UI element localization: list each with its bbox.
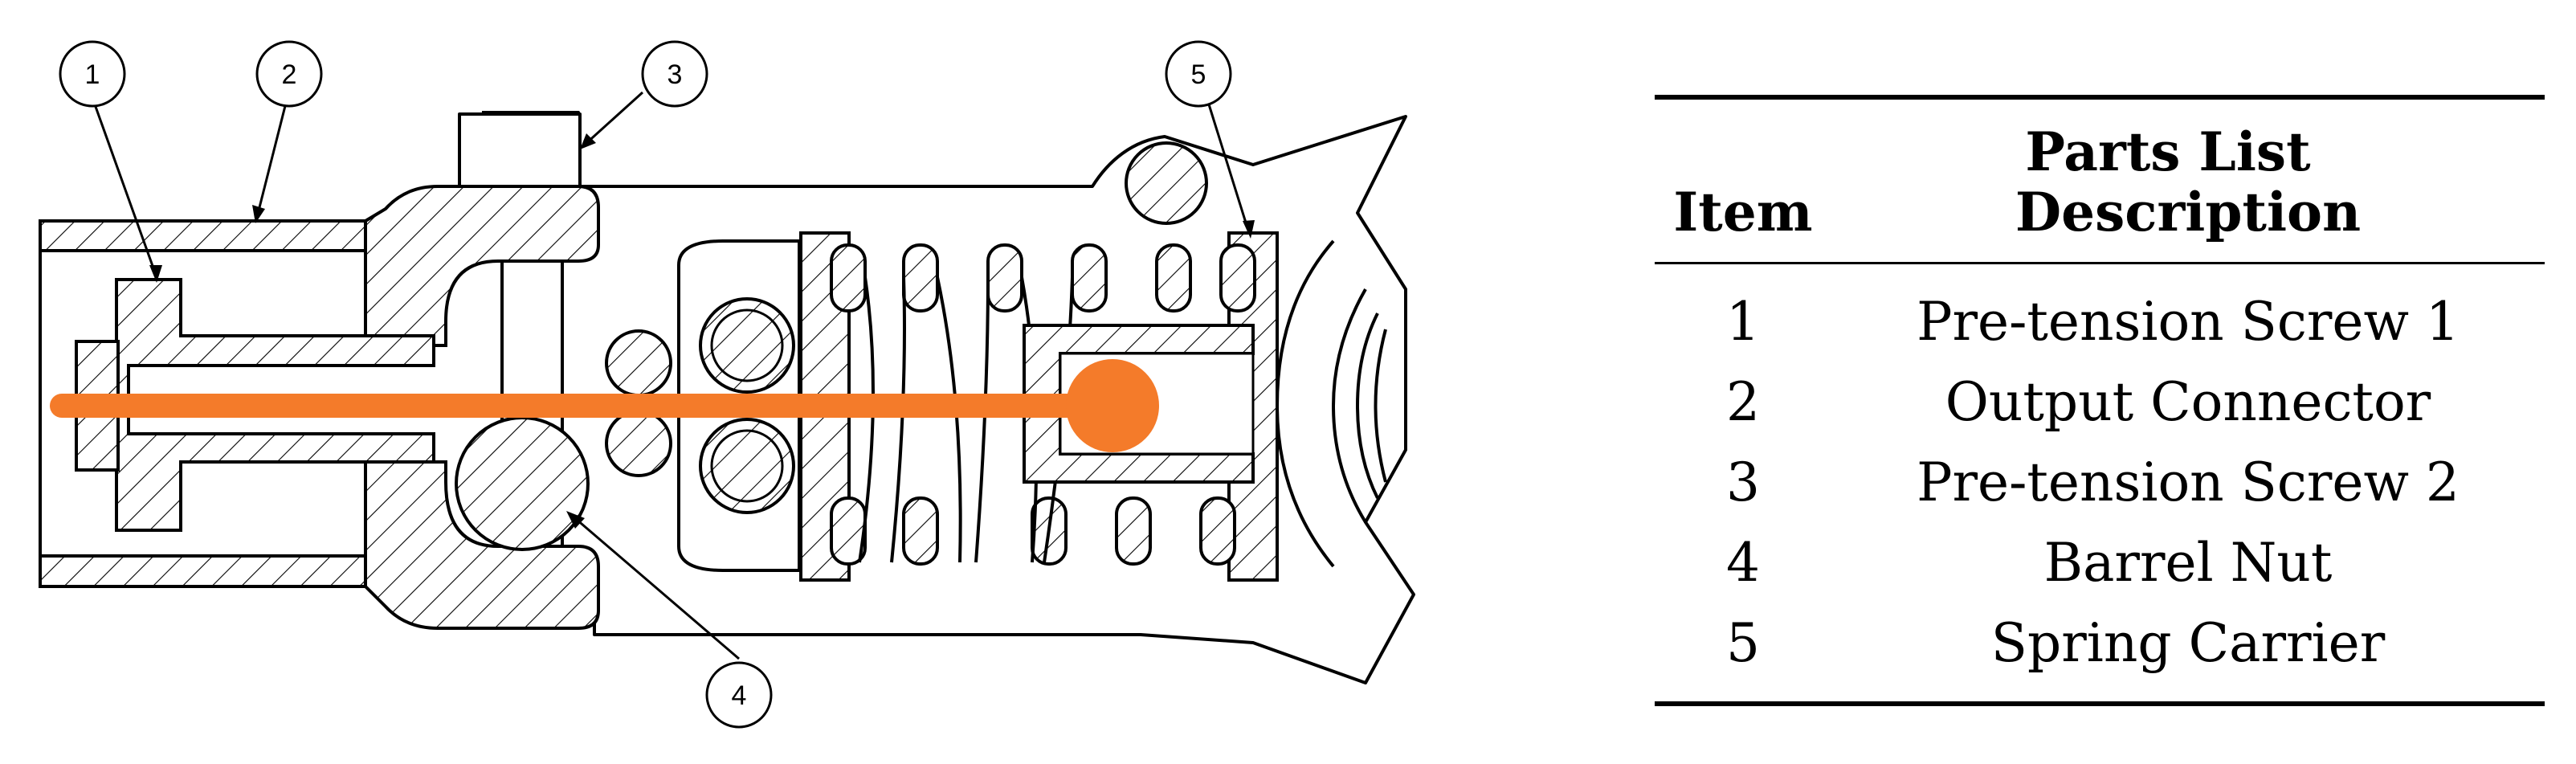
row-description: Spring Carrier	[1990, 612, 2386, 674]
parts-list-table: Parts List Item Description 1 Pre-tensio…	[1655, 95, 2545, 706]
spring-coils-upper	[830, 243, 1256, 313]
row-description: Pre-tension Screw 2	[1917, 451, 2460, 513]
table-top-rule	[1655, 95, 2545, 100]
callout-label-5: 5	[1191, 59, 1206, 90]
callout-label-4: 4	[732, 680, 747, 711]
cross-section-drawing: 1 2 3 4 5	[39, 40, 1415, 729]
bearing-upper	[699, 297, 795, 394]
table-header-row: Item Description	[1655, 180, 2545, 244]
row-item: 1	[1726, 291, 1760, 353]
housing-outline	[482, 111, 1415, 684]
callout-circle-2	[255, 40, 323, 108]
header-description: Description	[2015, 181, 2362, 243]
table-title: Parts List	[2025, 121, 2311, 183]
callout-circle-1	[59, 40, 126, 108]
table-bottom-rule	[1655, 701, 2545, 706]
row-item: 3	[1726, 451, 1760, 513]
callout-circle-3	[641, 40, 708, 108]
row-item: 2	[1726, 371, 1760, 433]
header-item: Item	[1673, 181, 1813, 243]
output-connector-lower	[39, 554, 367, 588]
ball-upper	[605, 329, 672, 397]
table-header-rule	[1655, 262, 2545, 264]
row-item: 5	[1726, 612, 1760, 674]
pre-tension-screw-1	[115, 278, 435, 532]
barrel-body-lower	[364, 460, 600, 630]
ball-lower	[605, 410, 672, 477]
table-row: 5 Spring Carrier	[1655, 603, 2545, 684]
callout-circle-4	[705, 661, 773, 729]
barrel-body-upper	[364, 185, 600, 347]
callout-label-1: 1	[85, 59, 100, 90]
table-row: 2 Output Connector	[1655, 362, 2545, 443]
callout-circle-5	[1165, 40, 1232, 108]
row-item: 4	[1726, 532, 1760, 594]
row-description: Barrel Nut	[2043, 532, 2333, 594]
callout-label-3: 3	[667, 59, 683, 90]
output-connector-upper	[39, 219, 367, 252]
barrel-nut	[455, 416, 590, 551]
table-row: 1 Pre-tension Screw 1	[1655, 282, 2545, 362]
row-description: Pre-tension Screw 1	[1917, 291, 2460, 353]
table-row: 4 Barrel Nut	[1655, 523, 2545, 603]
row-description: Output Connector	[1945, 371, 2431, 433]
table-row: 3 Pre-tension Screw 2	[1655, 443, 2545, 523]
bearing-lower	[699, 418, 795, 514]
force-path	[50, 359, 1159, 452]
screw-3-head	[458, 112, 582, 190]
callout-label-2: 2	[282, 59, 297, 90]
housing-pin	[1125, 141, 1208, 225]
table-body: 1 Pre-tension Screw 1 2 Output Connector…	[1655, 264, 2545, 701]
right-pulley	[1275, 239, 1387, 568]
